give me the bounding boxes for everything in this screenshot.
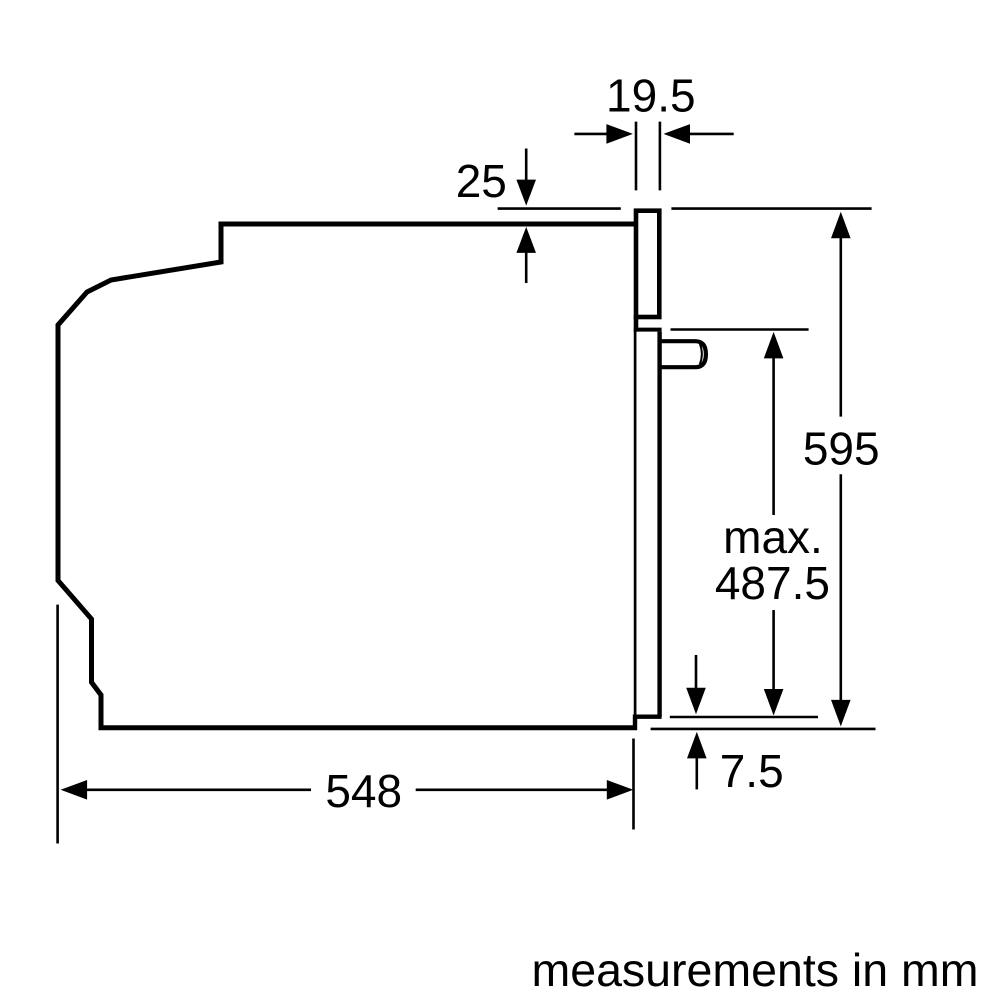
svg-text:7.5: 7.5: [720, 745, 784, 797]
svg-text:19.5: 19.5: [606, 69, 696, 121]
svg-text:measurements in mm: measurements in mm: [531, 944, 978, 996]
svg-text:487.5: 487.5: [715, 557, 830, 609]
svg-text:max.: max.: [723, 511, 823, 563]
svg-text:548: 548: [325, 765, 402, 817]
svg-text:25: 25: [456, 155, 507, 207]
svg-text:595: 595: [803, 423, 880, 475]
